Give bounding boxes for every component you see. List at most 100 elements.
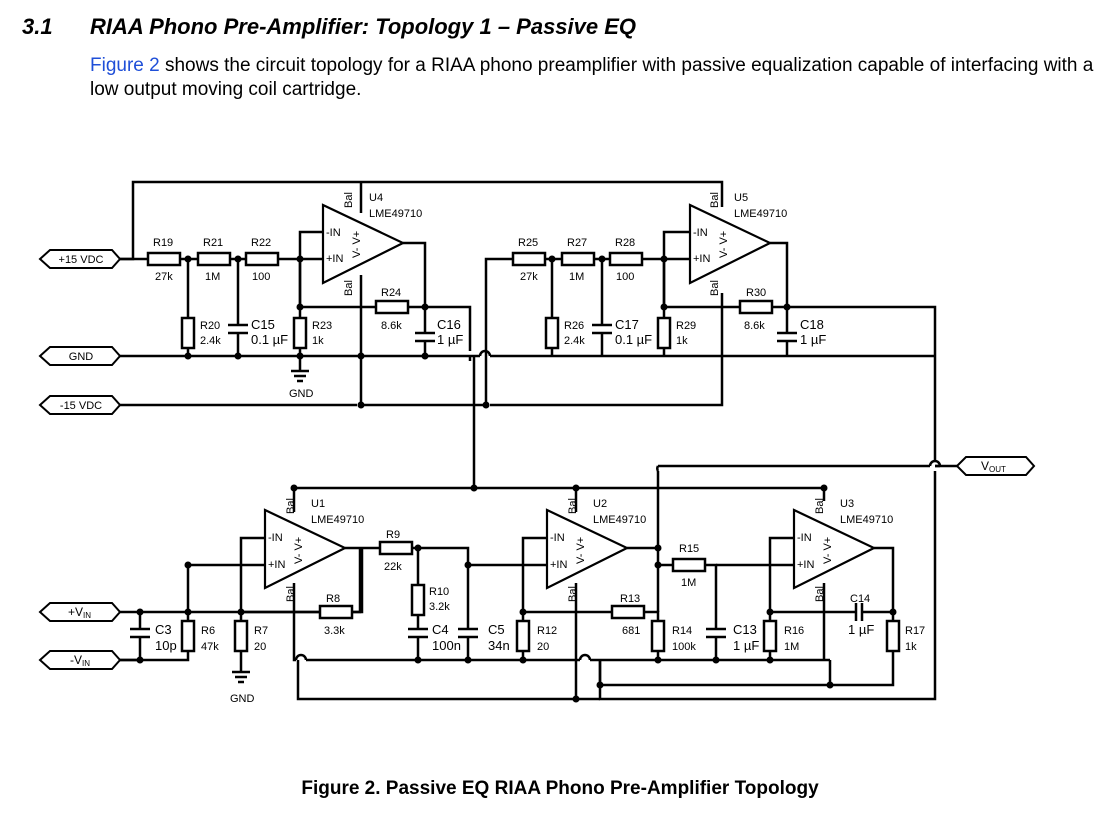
u5-bal-top: Bal [709, 192, 721, 208]
u4-bal-bottom: Bal [343, 280, 355, 296]
r20-ref: R20 [200, 320, 220, 332]
u3-bal-top: Bal [814, 498, 826, 514]
port-vpos-label: +15 VDC [59, 254, 104, 266]
r13-value: 681 [622, 625, 640, 637]
c5-ref: C5 [488, 622, 505, 637]
u1-part: LME49710 [311, 514, 364, 526]
r30-value: 8.6k [744, 320, 765, 332]
stage-u3: -IN +IN V- V+ Bal Bal U3 LME49710 R16 1M… [596, 484, 925, 689]
port-vneg[interactable]: -15 VDC [38, 395, 122, 415]
r23-ref: R23 [312, 320, 332, 332]
r22-body [244, 251, 280, 267]
r21-ref: R21 [203, 237, 223, 249]
u2-minus-label: -IN [550, 532, 565, 544]
u3-supplies-label: V- V+ [822, 537, 834, 564]
c4-ref: C4 [432, 622, 449, 637]
c15-ref: C15 [251, 317, 275, 332]
u1-bal-top: Bal [285, 498, 297, 514]
u1-minus-label: -IN [268, 532, 283, 544]
figure-caption: Figure 2. Passive EQ RIAA Phono Pre-Ampl… [301, 778, 819, 799]
intro-paragraph: Figure 2 shows the circuit topology for … [90, 54, 1100, 102]
stage-u5: -IN +IN V- V+ Bal Bal U5 LME49710 R25 27… [425, 192, 957, 701]
c3-ref: C3 [155, 622, 172, 637]
u2-ref: U2 [593, 498, 607, 510]
r16-value: 1M [784, 641, 799, 653]
port-vpos[interactable]: +15 VDC [38, 249, 122, 269]
r13-ref: R13 [620, 593, 640, 605]
u4-minus-label: -IN [326, 227, 341, 239]
r7-body [233, 619, 249, 653]
r14-ref: R14 [672, 625, 692, 637]
r22-value: 100 [252, 271, 270, 283]
port-vin-neg-sub: IN [82, 659, 90, 668]
r24-body [374, 299, 410, 315]
r26-body [544, 316, 560, 350]
u5-part: LME49710 [734, 208, 787, 220]
opamp-u3 [792, 508, 877, 590]
u5-ref: U5 [734, 192, 748, 204]
c17-ref: C17 [615, 317, 639, 332]
r28-body [608, 251, 644, 267]
intro-text: shows the circuit topology for a RIAA ph… [90, 55, 1094, 100]
r28-ref: R28 [615, 237, 635, 249]
port-vin-neg-main: -V [70, 653, 82, 667]
u5-bal-bottom: Bal [709, 280, 721, 296]
r17-value: 1k [905, 641, 917, 653]
u5-minus-label: -IN [693, 227, 708, 239]
c5-value: 34n [488, 638, 510, 653]
r16-ref: R16 [784, 625, 804, 637]
r15-value: 1M [681, 577, 696, 589]
r30-body [738, 299, 774, 315]
r23-body [292, 316, 308, 350]
r29-value: 1k [676, 335, 688, 347]
section-title: RIAA Phono Pre-Amplifier: Topology 1 – P… [90, 14, 637, 39]
r6-ref: R6 [201, 625, 215, 637]
r10-body [410, 583, 426, 617]
r19-body [146, 251, 182, 267]
r13-body [610, 604, 646, 620]
u4-supplies-label: V- V+ [351, 231, 363, 258]
r26-value: 2.4k [564, 335, 585, 347]
r29-ref: R29 [676, 320, 696, 332]
gnd-label-bottom: GND [230, 693, 255, 705]
port-gnd[interactable]: GND [38, 346, 122, 366]
c3-value: 10p [155, 638, 177, 653]
r6-value: 47k [201, 641, 219, 653]
r6-body [180, 619, 196, 653]
stage-u4: -IN +IN V- V+ Bal Bal U4 LME49710 R19 27… [120, 183, 463, 409]
u5-plus-label: +IN [693, 253, 710, 265]
u3-plus-label: +IN [797, 559, 814, 571]
r7-ref: R7 [254, 625, 268, 637]
r9-body [378, 540, 414, 556]
figure-link[interactable]: Figure 2 [90, 55, 160, 76]
r24-ref: R24 [381, 287, 401, 299]
r17-body [885, 619, 901, 653]
opamp-u4 [321, 203, 406, 285]
u3-part: LME49710 [840, 514, 893, 526]
r26-ref: R26 [564, 320, 584, 332]
port-vin-neg[interactable]: -VIN [38, 650, 122, 670]
r28-value: 100 [616, 271, 634, 283]
opamp-u5 [688, 203, 773, 285]
stage-u2: -IN +IN V- V+ Bal Bal U2 LME49710 R12 20… [464, 459, 942, 703]
u4-plus-label: +IN [326, 253, 343, 265]
port-vin-pos[interactable]: +VIN [38, 602, 122, 622]
r8-ref: R8 [326, 593, 340, 605]
u4-ref: U4 [369, 192, 383, 204]
port-vneg-label: -15 VDC [60, 400, 102, 412]
section-number: 3.1 [22, 14, 53, 39]
r27-ref: R27 [567, 237, 587, 249]
port-vout[interactable]: VOUT [955, 456, 1036, 476]
r10-value: 3.2k [429, 601, 450, 613]
u4-bal-top: Bal [343, 192, 355, 208]
stage-u1: -IN +IN V- V+ Bal Bal U1 LME49710 C3 10p… [120, 484, 600, 705]
u2-part: LME49710 [593, 514, 646, 526]
port-vout-main: V [981, 459, 989, 473]
r21-value: 1M [205, 271, 220, 283]
r19-value: 27k [155, 271, 173, 283]
u1-bal-bottom: Bal [285, 586, 297, 602]
r14-value: 100k [672, 641, 696, 653]
svg-text:-VIN: -VIN [70, 653, 90, 668]
u3-minus-label: -IN [797, 532, 812, 544]
r10-ref: R10 [429, 586, 449, 598]
